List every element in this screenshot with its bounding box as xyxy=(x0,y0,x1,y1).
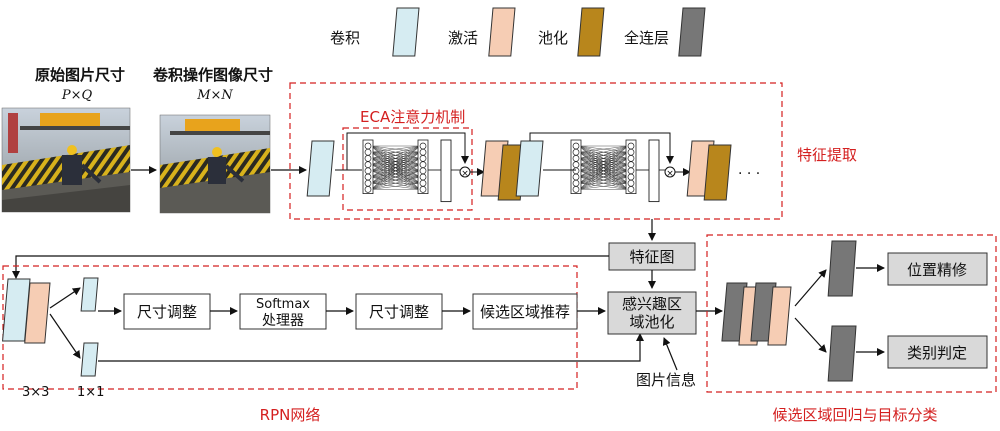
roi-label-2: 域池化 xyxy=(629,313,674,331)
nn-node xyxy=(627,148,635,156)
conv-block-1 xyxy=(306,140,335,197)
nn-node xyxy=(627,142,635,150)
pool-block-2 xyxy=(703,144,732,201)
legend: 卷积 激活 池化 全连层 xyxy=(330,7,706,57)
nn-node xyxy=(627,186,635,193)
nn-node xyxy=(627,173,635,181)
legend-conv-label: 卷积 xyxy=(330,29,360,47)
fc-classify xyxy=(827,325,857,382)
resize-box-1 xyxy=(123,293,211,330)
nn-node xyxy=(364,142,372,150)
nn-node xyxy=(419,142,427,150)
roi-label-1: 感兴趣区 xyxy=(622,295,682,313)
rpn-label: RPN网络 xyxy=(260,406,321,424)
nn-node xyxy=(419,186,427,193)
nn-node xyxy=(364,161,372,168)
nn-node xyxy=(572,148,580,156)
fc-refine xyxy=(827,240,857,297)
resize-label-2: 尺寸调整 xyxy=(369,303,429,321)
softmax-box xyxy=(239,293,327,330)
conv-image-size: M×N xyxy=(196,88,233,103)
nn-node xyxy=(364,167,372,175)
nn-node xyxy=(364,148,372,156)
nn-node xyxy=(572,161,580,168)
legend-act-label: 激活 xyxy=(448,29,478,47)
eca-network-1 xyxy=(362,139,463,203)
nn-node xyxy=(419,179,427,187)
softmax-label-1: Softmax xyxy=(256,297,310,312)
nn-node xyxy=(419,167,427,175)
feature-extraction-region xyxy=(289,82,783,220)
rpn-act xyxy=(24,282,51,344)
roi-pooling-box xyxy=(607,291,697,335)
conv-photo xyxy=(159,114,271,214)
kernel-3x3-label: 3×3 xyxy=(22,385,49,400)
classify-label: 类别判定 xyxy=(907,344,967,362)
softmax-label-2: 处理器 xyxy=(262,313,304,329)
svg-text:×: × xyxy=(461,169,469,179)
conv-image-title: 卷积操作图像尺寸 xyxy=(152,66,273,84)
nn-node xyxy=(364,186,372,193)
kernel-1x1-label: 1×1 xyxy=(77,385,104,400)
nn-node xyxy=(419,148,427,156)
arrow-feature-to-rpn xyxy=(12,255,609,279)
proposal-box xyxy=(472,293,578,330)
eca-region xyxy=(342,127,473,211)
eca-skip-1 xyxy=(346,132,469,170)
nn-node xyxy=(419,173,427,181)
nn-node xyxy=(572,142,580,150)
rpn-conv-1x1-a xyxy=(80,277,99,312)
original-image-title: 原始图片尺寸 xyxy=(35,66,125,84)
nn-node xyxy=(572,167,580,175)
nn-node xyxy=(627,167,635,175)
legend-conv-swatch xyxy=(392,7,420,57)
head-label: 候选区域回归与目标分类 xyxy=(772,406,937,424)
nn-node xyxy=(572,179,580,187)
nn-node xyxy=(627,179,635,187)
nn-node xyxy=(419,161,427,168)
resize-label-1: 尺寸调整 xyxy=(137,303,197,321)
nn-node xyxy=(364,173,372,181)
nn-node xyxy=(364,179,372,187)
eca-network-2 xyxy=(570,139,671,203)
nn-output-bar xyxy=(440,139,452,203)
classify-box xyxy=(887,335,988,369)
nn-node xyxy=(627,161,635,168)
legend-fc-swatch xyxy=(678,7,706,57)
nn-output-bar xyxy=(648,139,660,203)
original-image-size: P×Q xyxy=(61,88,93,103)
nn-node xyxy=(364,155,372,162)
feature-extraction-label: 特征提取 xyxy=(797,146,857,164)
original-photo xyxy=(1,107,131,213)
arrow-1x1-to-roi xyxy=(98,333,644,362)
proposal-label: 候选区域推荐 xyxy=(480,303,570,321)
legend-act-swatch xyxy=(488,7,516,57)
eca-title: ECA注意力机制 xyxy=(360,108,465,126)
image-info-label: 图片信息 xyxy=(636,371,696,389)
svg-text:×: × xyxy=(666,169,674,179)
rpn-conv-1x1-b xyxy=(80,342,99,377)
refine-box xyxy=(887,252,988,286)
head-region xyxy=(706,234,997,393)
nn-node xyxy=(572,173,580,181)
nn-node xyxy=(419,155,427,162)
resize-box-2 xyxy=(355,293,443,330)
refine-label: 位置精修 xyxy=(907,261,967,279)
legend-pool-swatch xyxy=(577,7,605,57)
legend-fc-label: 全连层 xyxy=(624,29,669,47)
conv-block-2 xyxy=(515,140,544,197)
legend-pool-label: 池化 xyxy=(538,29,568,47)
nn-node xyxy=(572,186,580,193)
feature-ellipsis: · · · xyxy=(738,166,760,182)
nn-node xyxy=(572,155,580,162)
feature-map-label: 特征图 xyxy=(629,248,674,266)
nn-node xyxy=(627,155,635,162)
eca-skip-2 xyxy=(529,132,674,164)
